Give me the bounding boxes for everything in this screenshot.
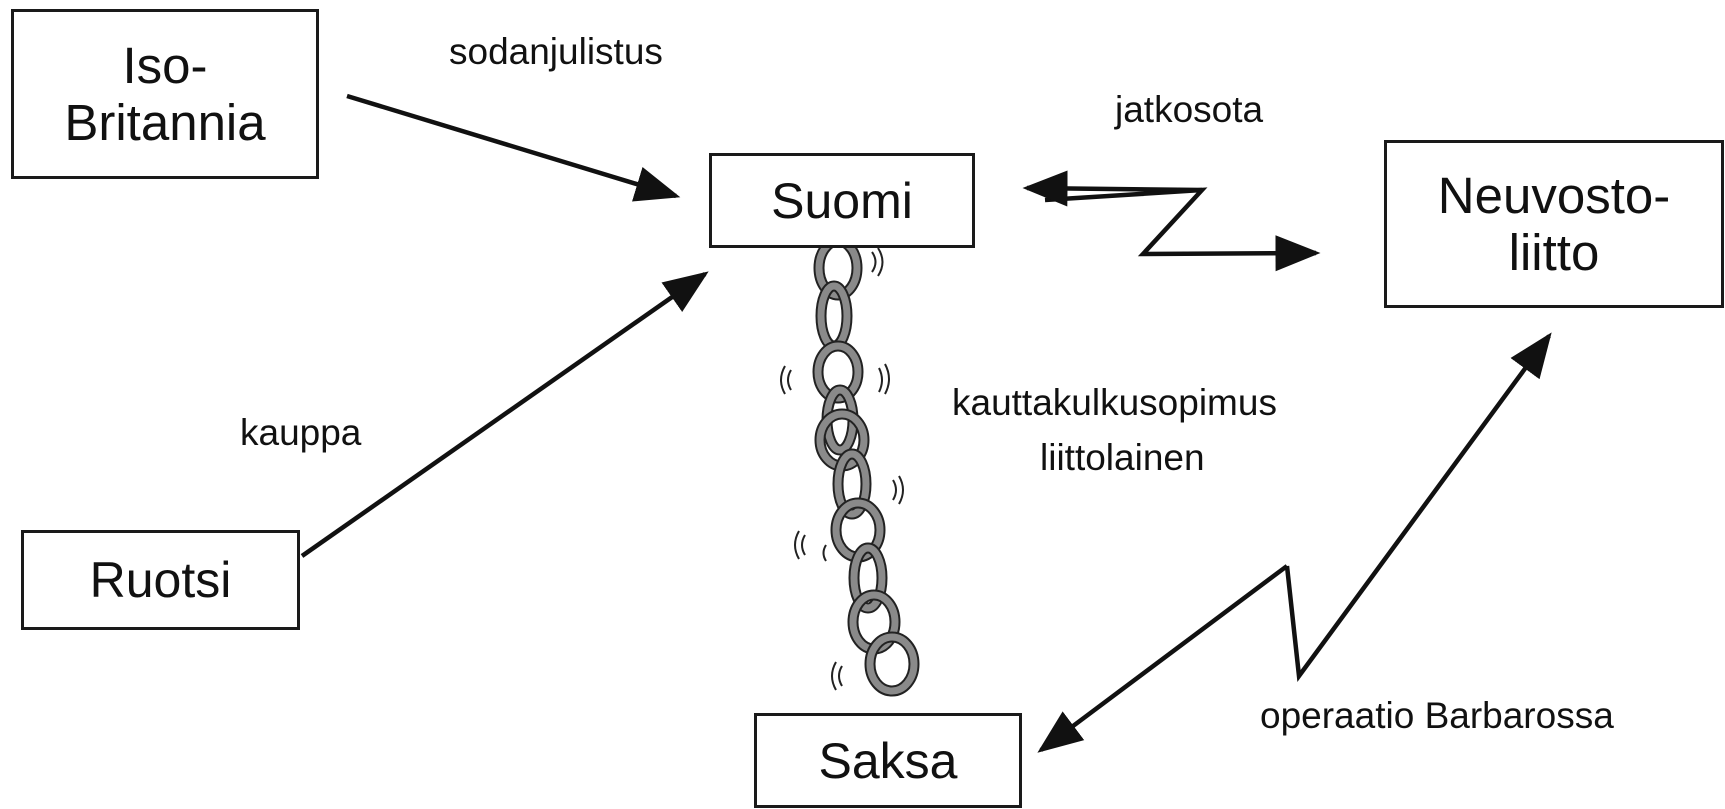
node-iso-britannia-line1: Iso- (122, 36, 208, 94)
node-iso-britannia-line2: Britannia (64, 94, 266, 151)
node-iso-britannia: Iso- Britannia (11, 9, 319, 179)
node-neuvostoliitto: Neuvosto- liitto (1384, 140, 1724, 308)
label-sodanjulistus: sodanjulistus (449, 31, 663, 72)
kauppa-arrow (300, 271, 709, 558)
label-kauttakulkusopimus: kauttakulkusopimus (952, 382, 1277, 423)
jatkosota-lightning-icon (1022, 170, 1321, 272)
label-kauppa: kauppa (240, 412, 362, 453)
node-ruotsi: Ruotsi (21, 530, 300, 630)
chain-icon (780, 235, 920, 697)
label-liittolainen: liittolainen (1040, 437, 1205, 478)
node-neuvostoliitto-line1: Neuvosto- (1437, 166, 1671, 224)
node-saksa: Saksa (754, 713, 1022, 808)
node-neuvostoliitto-line2: liitto (1508, 224, 1600, 281)
node-saksa-label: Saksa (818, 732, 958, 789)
node-suomi: Suomi (709, 153, 975, 248)
node-suomi-label: Suomi (771, 172, 913, 229)
barbarossa-lightning-icon (1037, 332, 1552, 753)
sodanjulistus-arrow (346, 93, 681, 202)
label-operaatio-barbarossa: operaatio Barbarossa (1260, 695, 1614, 736)
label-jatkosota: jatkosota (1115, 89, 1264, 130)
node-ruotsi-label: Ruotsi (89, 552, 232, 608)
